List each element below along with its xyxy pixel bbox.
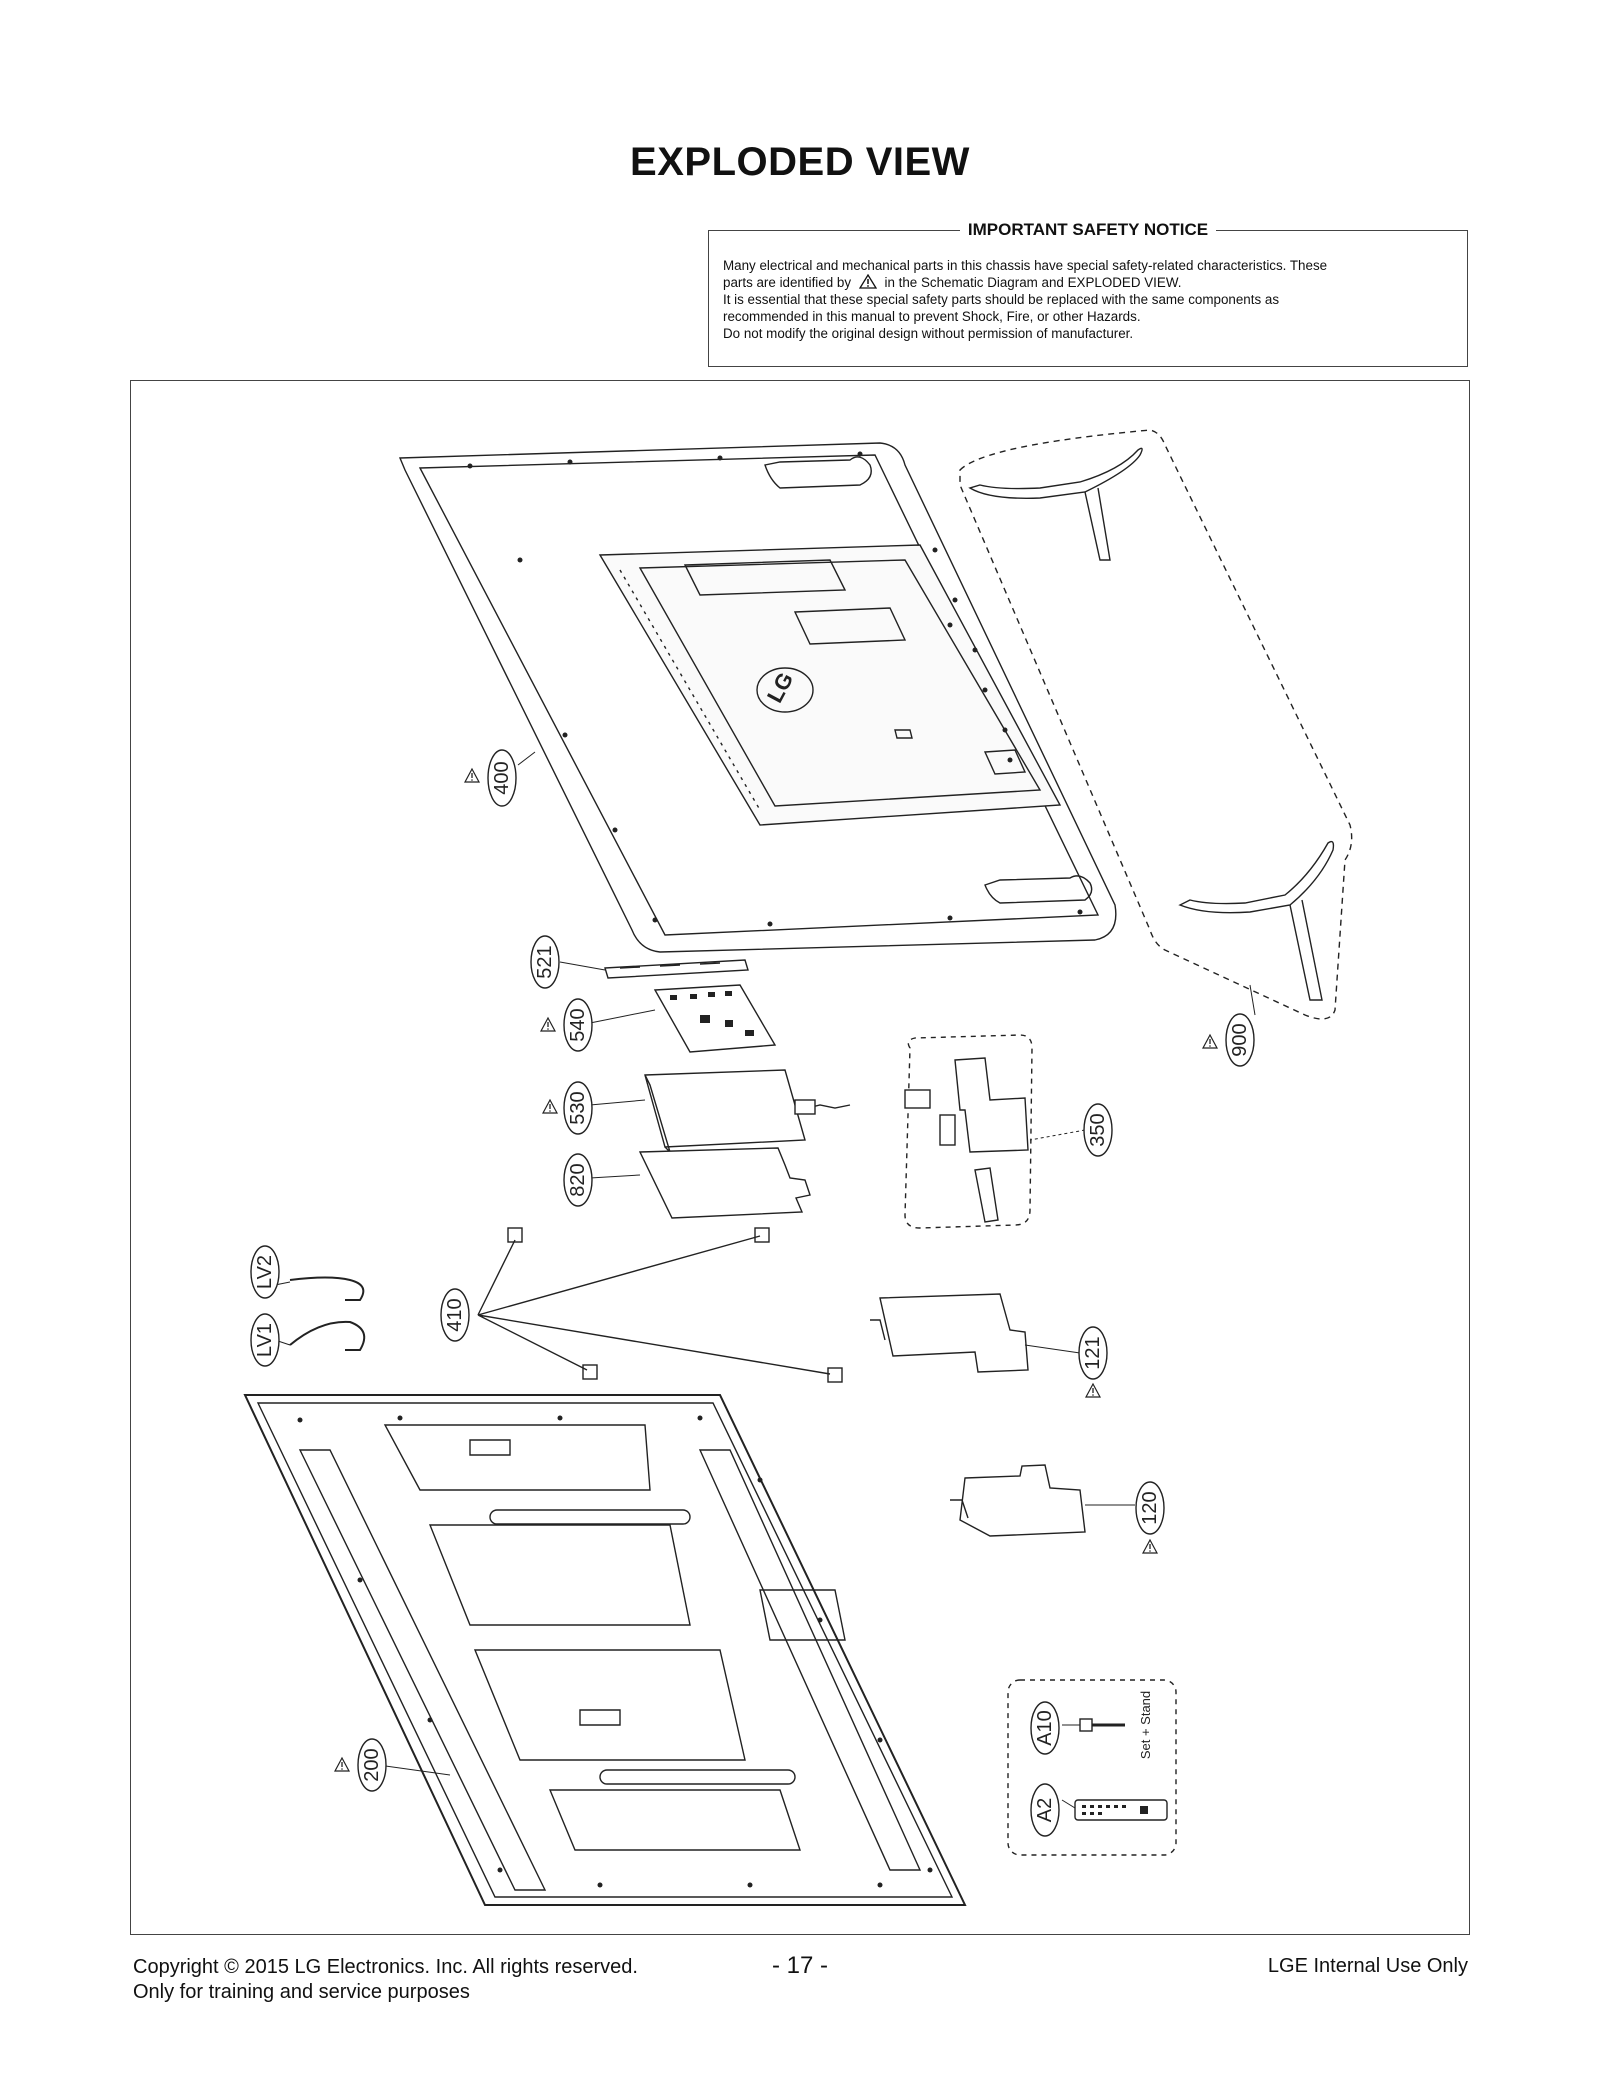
safety-notice-body: Many electrical and mechanical parts in …: [723, 257, 1453, 342]
bracket-part: [604, 959, 749, 979]
part-number-label: 200: [361, 1748, 383, 1781]
insulator-sheet-part: [638, 1147, 811, 1219]
part-number-label: LV2: [254, 1255, 276, 1289]
callout-a10: A10: [1030, 1701, 1060, 1755]
part-number-label: A2: [1034, 1798, 1056, 1822]
footer-left: Copyright © 2015 LG Electronics. Inc. Al…: [133, 1955, 638, 2005]
callout-lv1: LV1: [250, 1313, 280, 1367]
callout-lv2: LV2: [250, 1245, 280, 1299]
page-title: EXPLODED VIEW: [630, 140, 970, 184]
bracket-set-part-group: [904, 1034, 1033, 1229]
part-number-label: 540: [567, 1008, 589, 1041]
callout-530: 530: [542, 1081, 593, 1135]
callout-120: 120: [1135, 1481, 1165, 1554]
safety-notice-line: recommended in this manual to prevent Sh…: [723, 309, 1141, 324]
lvds-cable-parts: [289, 1276, 366, 1351]
part-number-label: 400: [491, 761, 513, 794]
part-number-label: 521: [534, 945, 556, 978]
stand-part-group: [959, 429, 1353, 1020]
part-number-label: 900: [1229, 1023, 1251, 1056]
power-supply-part: [644, 1069, 851, 1153]
internal-use-text: LGE Internal Use Only: [1267, 1955, 1468, 1977]
callout-350: 350: [1083, 1103, 1113, 1157]
page-number: - 17 -: [771, 1952, 828, 1979]
small-bracket-parts: [477, 1227, 843, 1383]
diagram-frame: [130, 380, 1470, 1935]
main-board-part: [653, 984, 777, 1053]
copyright-text: Copyright © 2015 LG Electronics. Inc. Al…: [133, 1956, 638, 1978]
warning-triangle-icon: [858, 273, 877, 289]
accessory-group: Set + Stand: [1007, 1679, 1177, 1856]
safety-notice-box: IMPORTANT SAFETY NOTICE Many electrical …: [708, 220, 1468, 367]
safety-notice-heading: IMPORTANT SAFETY NOTICE: [959, 220, 1217, 239]
safety-notice-line: Do not modify the original design withou…: [723, 326, 1134, 341]
back-cover-part: LG: [398, 442, 1117, 953]
safety-notice-line: Many electrical and mechanical parts in …: [723, 258, 1328, 273]
speaker-part-121: [870, 1293, 1029, 1373]
purpose-text: Only for training and service purposes: [133, 1981, 470, 2003]
callout-400: 400: [464, 749, 517, 807]
part-number-label: 820: [567, 1163, 589, 1196]
callout-a2: A2: [1030, 1783, 1060, 1837]
callout-820: 820: [563, 1153, 593, 1207]
callout-410: 410: [440, 1288, 470, 1342]
accessory-caption: Set + Stand: [1138, 1691, 1153, 1759]
front-frame-part: [243, 1394, 967, 1906]
part-number-label: 120: [1139, 1491, 1161, 1524]
callout-200: 200: [334, 1738, 387, 1792]
callout-521: 521: [530, 935, 560, 989]
part-number-label: A10: [1034, 1710, 1056, 1746]
callout-121: 121: [1078, 1326, 1108, 1398]
part-number-label: 530: [567, 1091, 589, 1124]
speaker-part-120: [950, 1464, 1086, 1537]
safety-notice-line: It is essential that these special safet…: [723, 292, 1280, 307]
part-number-label: LV1: [254, 1323, 276, 1357]
part-number-label: 410: [444, 1298, 466, 1331]
safety-notice-line: parts are identified by: [723, 275, 852, 290]
callout-540: 540: [540, 998, 593, 1052]
part-number-label: 350: [1087, 1113, 1109, 1146]
callout-900: 900: [1202, 1013, 1255, 1067]
part-number-label: 121: [1082, 1336, 1104, 1369]
leader-lines: [274, 751, 1256, 1809]
safety-notice-line: in the Schematic Diagram and EXPLODED VI…: [884, 275, 1182, 290]
